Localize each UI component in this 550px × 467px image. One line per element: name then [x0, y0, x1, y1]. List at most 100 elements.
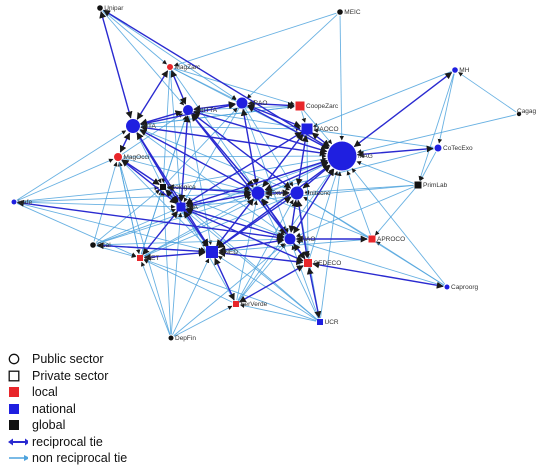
- black-square-icon: [8, 419, 28, 431]
- nonreciprocal-edge-INTA-CoopeZarc: [140, 104, 295, 126]
- legend-national-label: national: [32, 401, 76, 416]
- reciprocal-edge-FerVerde-CEDECO: [238, 265, 304, 303]
- nonreciprocal-edge-MEIC-MAG: [339, 15, 344, 141]
- node-label: DepFin: [175, 335, 196, 342]
- reciprocal-edge-UNED-Ocal: [96, 242, 206, 255]
- nonreciprocal-edge-PrimLab-APROCO: [374, 188, 416, 236]
- circle-icon: [8, 353, 28, 365]
- node-circle: [11, 199, 17, 205]
- legend: Public sector Private sector local natio…: [8, 351, 127, 467]
- reciprocal-edge-Unipar-INTA: [99, 10, 133, 119]
- node-circle: [97, 5, 103, 11]
- node-aproco: APROCO: [368, 235, 405, 243]
- nonreciprocal-edge-APROCO-DExtAg: [265, 195, 368, 238]
- node-circle: [126, 119, 140, 133]
- reciprocal-edge-MagOcci-INA: [121, 159, 177, 204]
- reciprocal-edges: [16, 9, 453, 319]
- legend-private-sector: Private sector: [8, 368, 127, 385]
- node-square: [317, 319, 323, 325]
- reciprocal-edge-Icafe-PNAO: [16, 199, 284, 241]
- blue-square-icon: [8, 403, 28, 415]
- reciprocal-edge-UNED-CEDECO: [218, 250, 304, 266]
- node-circle: [290, 186, 304, 200]
- node-label: Unitecnc: [305, 190, 331, 197]
- legend-nonreciprocal-label: non reciprocal tie: [32, 451, 128, 466]
- legend-global-label: global: [32, 418, 66, 433]
- node-label: MAG: [358, 153, 373, 160]
- node-circle: [90, 242, 96, 248]
- node-label: PNAO: [297, 236, 315, 243]
- node-square: [233, 301, 239, 307]
- node-label: PrimLab: [423, 182, 448, 189]
- legend-private-label: Private sector: [32, 368, 109, 383]
- red-square-icon: [8, 386, 28, 398]
- reciprocal-edge-MAG-CoTecExo: [356, 145, 434, 158]
- node-circle: [434, 144, 442, 152]
- node-square: [301, 123, 313, 135]
- reciprocal-edge-ARAO-MAOCO: [247, 104, 302, 128]
- node-label: IRET: [145, 255, 160, 262]
- node-label: Ecologica: [168, 184, 197, 191]
- node-ina: INA: [176, 202, 199, 212]
- nonreciprocal-edge-MagZarc-INA: [169, 70, 183, 202]
- node-ocal: Ocal: [90, 242, 111, 249]
- node-mh: MH: [452, 67, 470, 74]
- node-label: DExtAg: [266, 190, 288, 197]
- legend-public-label: Public sector: [32, 352, 104, 367]
- node-square: [368, 235, 376, 243]
- legend-national: national: [8, 401, 127, 418]
- non-reciprocal-edges: [16, 9, 517, 337]
- node-label: CoTecExo: [443, 145, 473, 152]
- node-square: [137, 255, 143, 261]
- node-label: FerVerde: [241, 301, 268, 308]
- nonreciprocal-edge-INTA-MAOCO: [140, 125, 301, 132]
- nonreciprocal-edge-DepFin-FerVerde: [173, 305, 233, 337]
- node-magocci: MagOcci: [114, 153, 149, 161]
- node-label: ARAO: [249, 100, 267, 107]
- node-depfin: DepFin: [168, 335, 196, 342]
- node-square: [160, 184, 166, 190]
- node-label: Unipar: [104, 5, 124, 12]
- nonreciprocal-edge-Icafe-IRET: [17, 203, 137, 257]
- node-label: Ocal: [97, 242, 111, 249]
- node-label: Icafe: [18, 199, 32, 206]
- nonreciprocal-edge-DepFin-IRET: [140, 261, 171, 335]
- reciprocal-edge-MagOcci-Ecologica: [121, 159, 160, 186]
- reciprocal-edge-CEDECO-UCR: [306, 267, 322, 319]
- node-circle: [327, 141, 357, 171]
- node-meic: MEIC: [337, 9, 361, 16]
- node-magzarc: MagZarc: [167, 64, 201, 71]
- node-square: [206, 246, 218, 258]
- node-primlab: PrimLab: [414, 181, 448, 189]
- nonreciprocal-edge-CoTecExo-PrimLab: [419, 151, 437, 181]
- reciprocal-edge-MagZarc-SNITTA: [170, 70, 187, 105]
- single-arrow-icon: [8, 452, 28, 464]
- legend-local: local: [8, 384, 127, 401]
- node-circle: [284, 233, 296, 245]
- node-icafe: Icafe: [11, 199, 32, 206]
- node-unipar: Unipar: [97, 5, 124, 12]
- reciprocal-edge-Unitecnc-PNAO: [288, 199, 299, 233]
- legend-reciprocal-tie: reciprocal tie: [8, 434, 127, 451]
- nonreciprocal-edge-MEIC-MagZarc: [173, 12, 337, 67]
- legend-public-sector: Public sector: [8, 351, 127, 368]
- node-snitta: SNITTA: [183, 105, 218, 115]
- node-uned: UNED: [206, 246, 238, 258]
- nonreciprocal-edge-MH-PrimLab: [418, 73, 455, 181]
- node-label: SNITTA: [195, 107, 218, 114]
- nonreciprocal-edge-Unipar-MagZarc: [102, 10, 167, 65]
- node-iret: IRET: [137, 255, 159, 262]
- node-label: MH: [459, 67, 469, 74]
- square-icon: [8, 370, 28, 382]
- reciprocal-edge-PNAO-CEDECO: [293, 243, 306, 260]
- reciprocal-edge-MAG-MH: [353, 72, 453, 148]
- reciprocal-edge-UNED-FerVerde: [214, 257, 235, 301]
- node-circle: [168, 335, 174, 341]
- node-maoco: MAOCO: [301, 123, 339, 135]
- node-inta: INTA: [126, 119, 156, 133]
- node-ferverde: FerVerde: [233, 301, 268, 308]
- nonreciprocal-edge-DepFin-UNED: [172, 258, 210, 336]
- double-arrow-icon: [8, 436, 28, 448]
- nonreciprocal-edge-PrimLab-MAG: [356, 161, 414, 184]
